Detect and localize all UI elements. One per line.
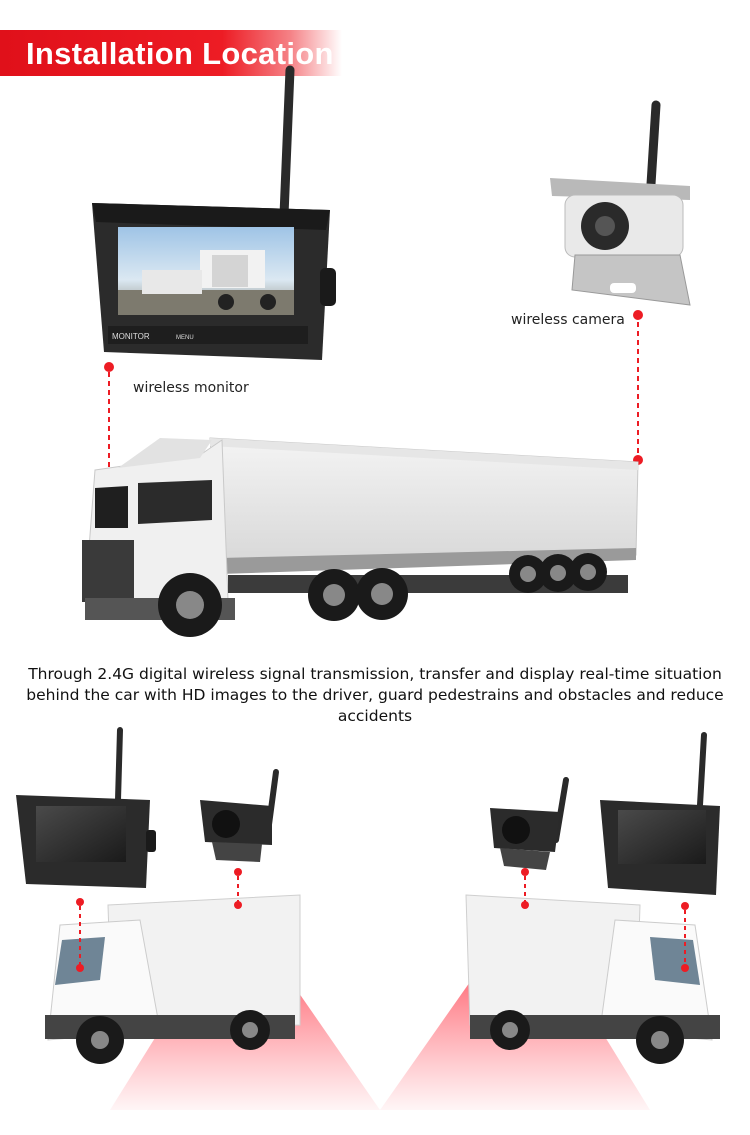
wireless-camera-label: wireless camera <box>511 312 625 328</box>
menu-button-label: MENU <box>176 335 194 341</box>
box-truck-right <box>380 732 720 1110</box>
semi-truck <box>82 437 639 637</box>
title-banner <box>0 30 342 76</box>
wireless-monitor-top: MONITOR MENU <box>92 65 336 360</box>
description-text: Through 2.4G digital wireless signal tra… <box>26 665 724 725</box>
camera-marker-dot <box>633 310 643 320</box>
antenna-icon <box>279 65 295 220</box>
page-title: Installation Location <box>26 36 334 71</box>
box-truck-left <box>16 727 380 1110</box>
wireless-camera-top <box>550 100 691 306</box>
monitor-badge: MONITOR <box>112 332 150 341</box>
monitor-marker-dot <box>104 362 114 372</box>
wireless-monitor-label: wireless monitor <box>133 380 249 396</box>
